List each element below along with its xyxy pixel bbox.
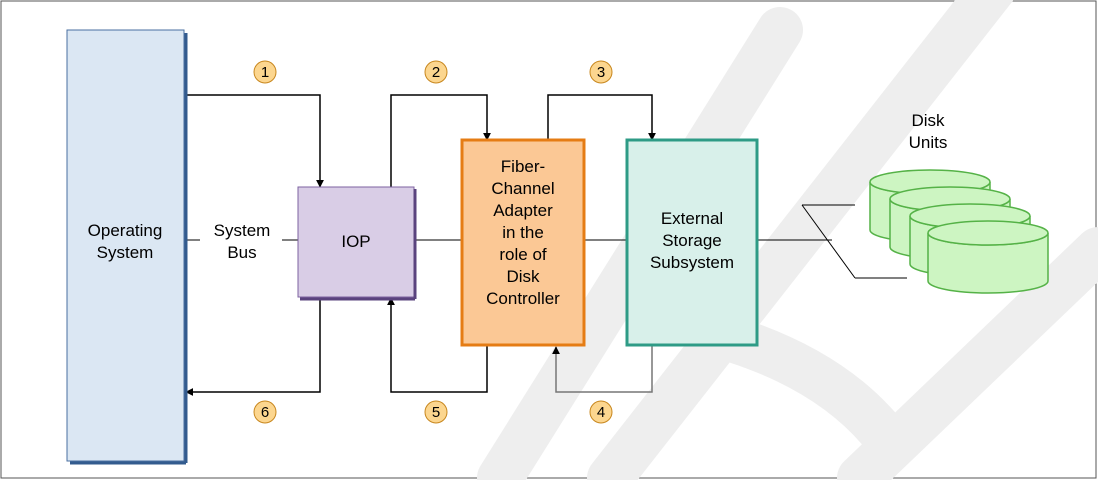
disk-link-diagonal <box>801 204 856 279</box>
iop-label: IOP <box>341 232 370 251</box>
step-badge-2-number: 2 <box>432 64 440 81</box>
step-badge-3: 3 <box>589 60 613 84</box>
step-badge-4: 4 <box>589 400 613 424</box>
arrow-step-4 <box>552 345 653 393</box>
storage-label-line-2: Storage <box>662 231 722 250</box>
adapter-label-line-2: Channel <box>491 179 554 198</box>
external-storage-block: External Storage Subsystem <box>625 138 759 347</box>
adapter-label-line-6: Disk <box>506 267 540 286</box>
fiber-channel-adapter-block: Fiber- Channel Adapter in the role of Di… <box>460 138 586 347</box>
adapter-label-line-7: Controller <box>486 289 560 308</box>
arrow-step-6 <box>185 298 321 396</box>
step-badge-2: 2 <box>424 60 448 84</box>
step-badge-5: 5 <box>424 400 448 424</box>
adapter-label-line-3: Adapter <box>493 201 553 220</box>
os-label-line-2: System <box>97 243 154 262</box>
os-label-line-1: Operating <box>88 221 163 240</box>
step-badge-6-number: 6 <box>261 404 269 421</box>
arrow-step-1 <box>186 94 324 188</box>
step-badge-6: 6 <box>253 400 277 424</box>
storage-label-line-3: Subsystem <box>650 253 734 272</box>
disk-units-line-2: Units <box>909 133 948 152</box>
step-badge-4-number: 4 <box>597 404 605 421</box>
iop-block: IOP <box>297 186 417 301</box>
disk-units-stack <box>869 169 1049 294</box>
operating-system-block: Operating System <box>66 29 188 465</box>
arrow-step-5 <box>387 297 488 393</box>
system-bus-label: System Bus <box>200 219 282 269</box>
system-bus-line-1: System <box>214 221 271 240</box>
system-bus-line-2: Bus <box>227 243 256 262</box>
adapter-label-line-5: role of <box>499 245 547 264</box>
adapter-label-line-4: in the <box>502 223 544 242</box>
step-badges: 1 2 3 4 5 6 <box>253 60 613 424</box>
arrow-step-2 <box>390 94 491 187</box>
storage-label-line-1: External <box>661 209 723 228</box>
step-badge-1-number: 1 <box>261 64 269 81</box>
flow-arrows <box>185 94 656 396</box>
disk-units-label: Disk Units <box>909 111 948 152</box>
step-badge-5-number: 5 <box>432 404 440 421</box>
step-badge-3-number: 3 <box>597 64 605 81</box>
step-badge-1: 1 <box>253 60 277 84</box>
disk-units-line-1: Disk <box>911 111 945 130</box>
adapter-label-line-1: Fiber- <box>501 157 545 176</box>
disk-unit-cylinder <box>927 220 1049 294</box>
arrow-step-3 <box>547 94 656 141</box>
